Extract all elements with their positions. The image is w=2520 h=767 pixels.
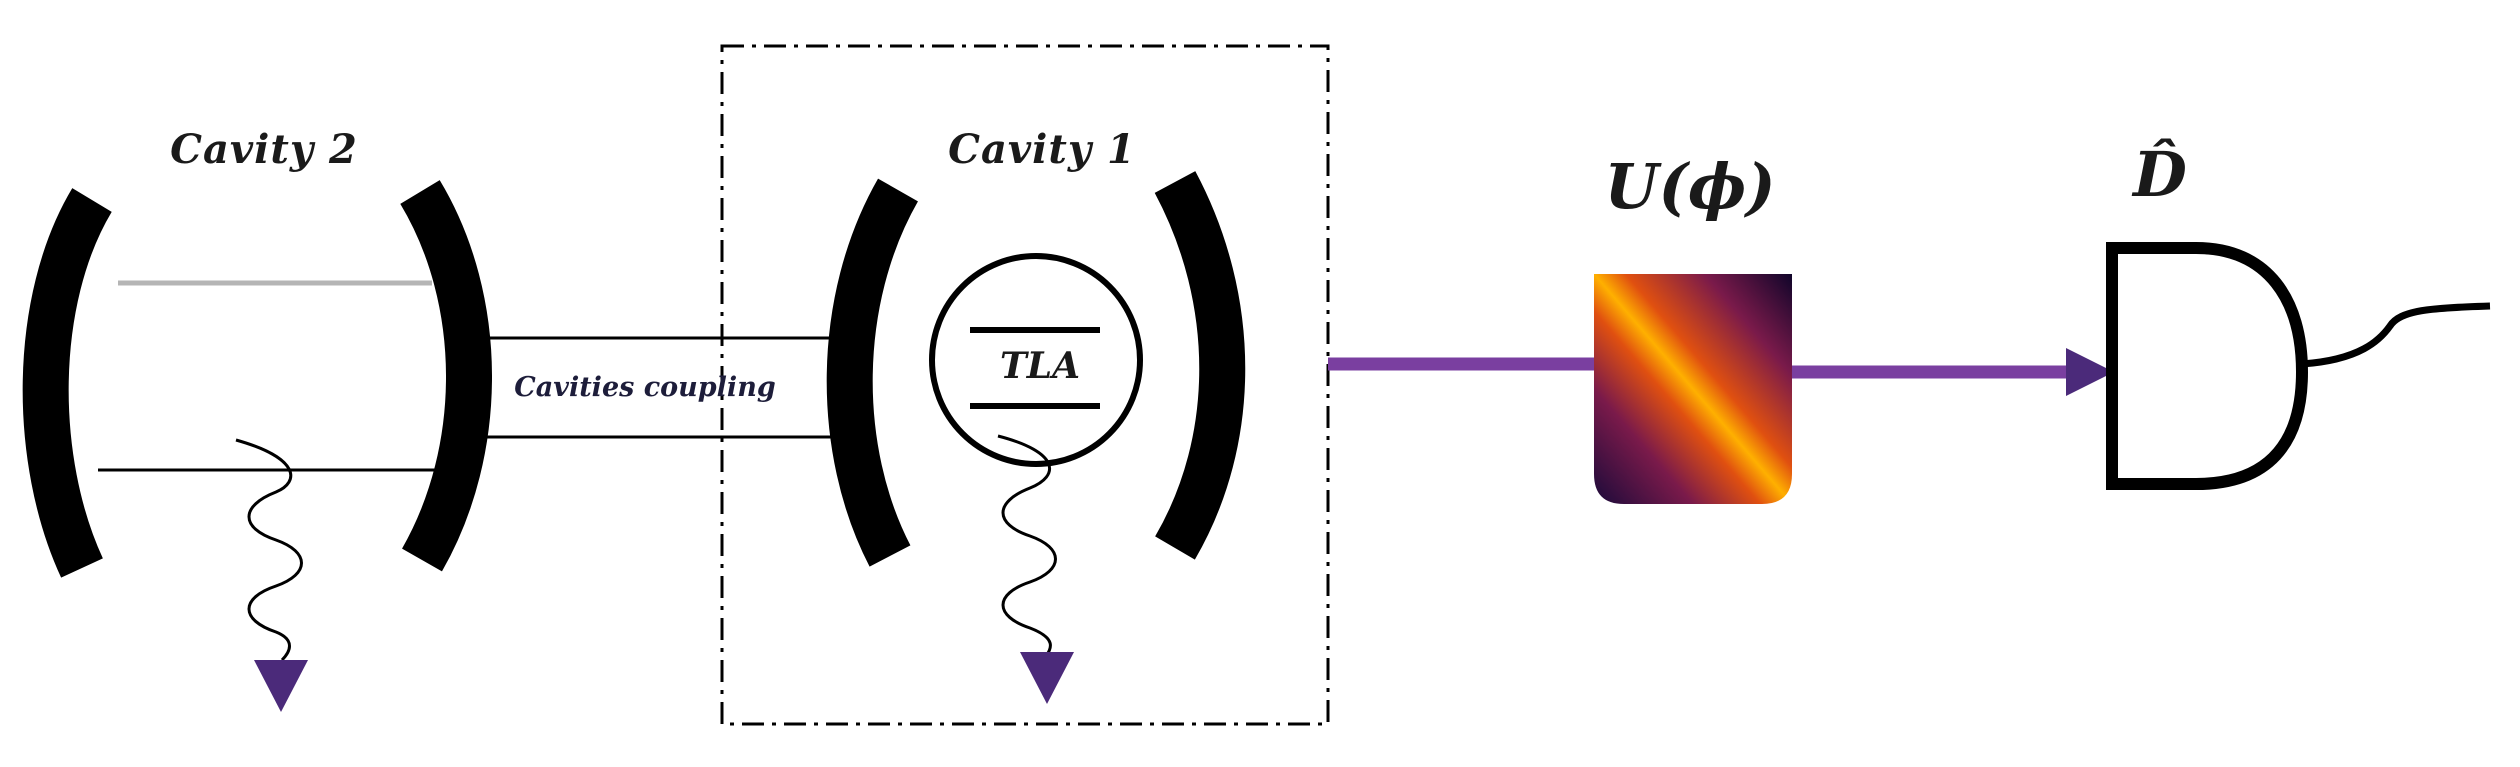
tla-atom-icon: TLA <box>929 253 1143 467</box>
detector-label: D̂ <box>2131 138 2187 211</box>
cavity2-emission-wave-icon <box>235 438 303 662</box>
tla-label: TLA <box>1000 345 1080 387</box>
phase-unitary-block-icon <box>1594 274 1792 504</box>
cavity1-right-mirror-icon <box>1154 171 1246 560</box>
detector-d-shape-icon <box>2106 242 2309 490</box>
cavity1-enclosure-box <box>720 44 1330 726</box>
cavity1-group: TLA Cavity 1 <box>826 126 1246 704</box>
coupling-group: Cavities coupling <box>485 336 838 439</box>
cavity2-right-mirror-icon <box>400 180 492 572</box>
cavity1-label: Cavity 1 <box>948 126 1136 173</box>
cavity2-emission-arrow-icon <box>254 660 308 712</box>
cavity1-emission-arrow-icon <box>1020 652 1074 704</box>
cavity2-group: Cavity 2 <box>22 126 492 712</box>
beam-arrow-head-icon <box>2066 348 2114 396</box>
tla-circle <box>929 253 1143 467</box>
cavity2-left-mirror-icon <box>22 188 112 578</box>
unitary-label: U(ϕ) <box>1604 150 1775 223</box>
coupling-label: Cavities coupling <box>514 372 775 403</box>
cavity1-left-mirror-icon <box>826 178 919 567</box>
phase-unitary-group: U(ϕ) <box>1594 150 1792 504</box>
cavity2-label: Cavity 2 <box>170 126 358 173</box>
cavity1-emission-wave-icon <box>997 434 1057 657</box>
detector-group: D̂ <box>2106 138 2491 490</box>
detector-output-wire <box>2301 302 2491 368</box>
